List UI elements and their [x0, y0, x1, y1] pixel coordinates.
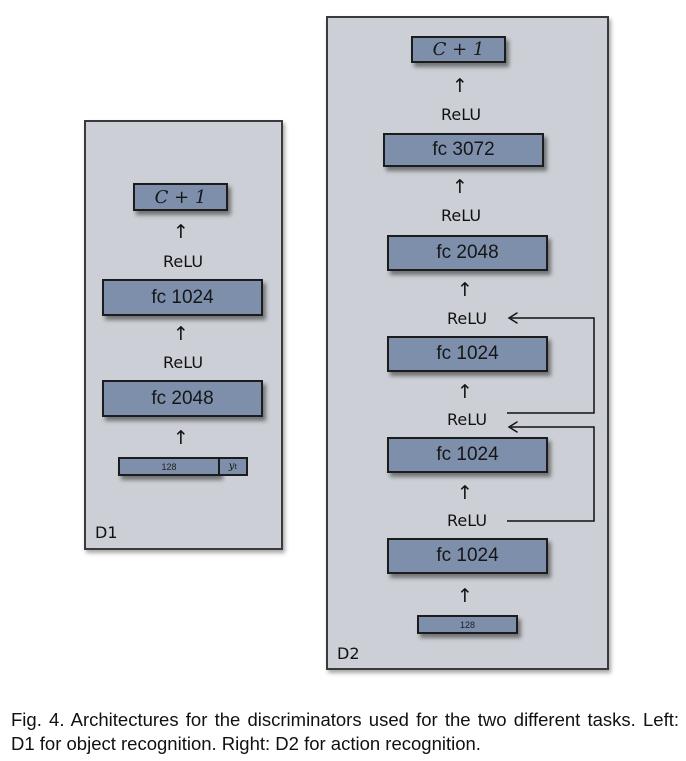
d1-input-label: y [228, 461, 235, 472]
d2-arrow-icon: ↑ [457, 381, 473, 403]
d1-relu-bottom: ReLU [162, 353, 204, 372]
skip-connection-lower [507, 426, 595, 522]
d2-arrow-icon: ↑ [457, 585, 473, 607]
d2-panel-label: D2 [337, 644, 360, 663]
d2-output-box: C + 1 [411, 36, 506, 63]
arrowhead-icon [507, 421, 518, 433]
d2-arrow-icon: ↑ [457, 279, 473, 301]
d1-input-label-sup: t [234, 462, 238, 471]
d1-fc-2048-box: fc 2048 [102, 380, 263, 417]
d2-arrow-icon: ↑ [452, 176, 468, 198]
d2-fc-1024-box-c: fc 1024 [387, 538, 548, 574]
d2-arrow-icon: ↑ [452, 75, 468, 97]
skip-connection-upper [507, 317, 595, 414]
d2-relu-5: ReLU [446, 511, 488, 530]
d1-output-box: C + 1 [133, 183, 228, 211]
figure-caption: Fig. 4. Architectures for the discrimina… [11, 709, 679, 754]
d1-relu-top: ReLU [162, 252, 204, 271]
d1-arrow-icon: ↑ [173, 221, 189, 243]
d2-fc-1024-box-b: fc 1024 [387, 437, 548, 473]
d2-relu-2: ReLU [440, 206, 482, 225]
d2-fc-1024-box-a: fc 1024 [387, 336, 548, 372]
d2-relu-4: ReLU [446, 410, 488, 429]
d2-arrow-icon: ↑ [457, 482, 473, 504]
arrowhead-icon [507, 312, 518, 324]
d2-relu-1: ReLU [440, 105, 482, 124]
d2-input-box: 128 [417, 615, 518, 634]
d1-fc-1024-box: fc 1024 [102, 279, 263, 316]
d2-fc-3072-box: fc 3072 [383, 133, 544, 167]
d1-panel-label: D1 [95, 523, 118, 542]
d2-relu-3: ReLU [446, 309, 488, 328]
d1-arrow-icon: ↑ [173, 323, 189, 345]
d1-input-box: 128 [118, 457, 220, 476]
d1-arrow-icon: ↑ [173, 427, 189, 449]
d2-fc-2048-box: fc 2048 [387, 235, 548, 271]
